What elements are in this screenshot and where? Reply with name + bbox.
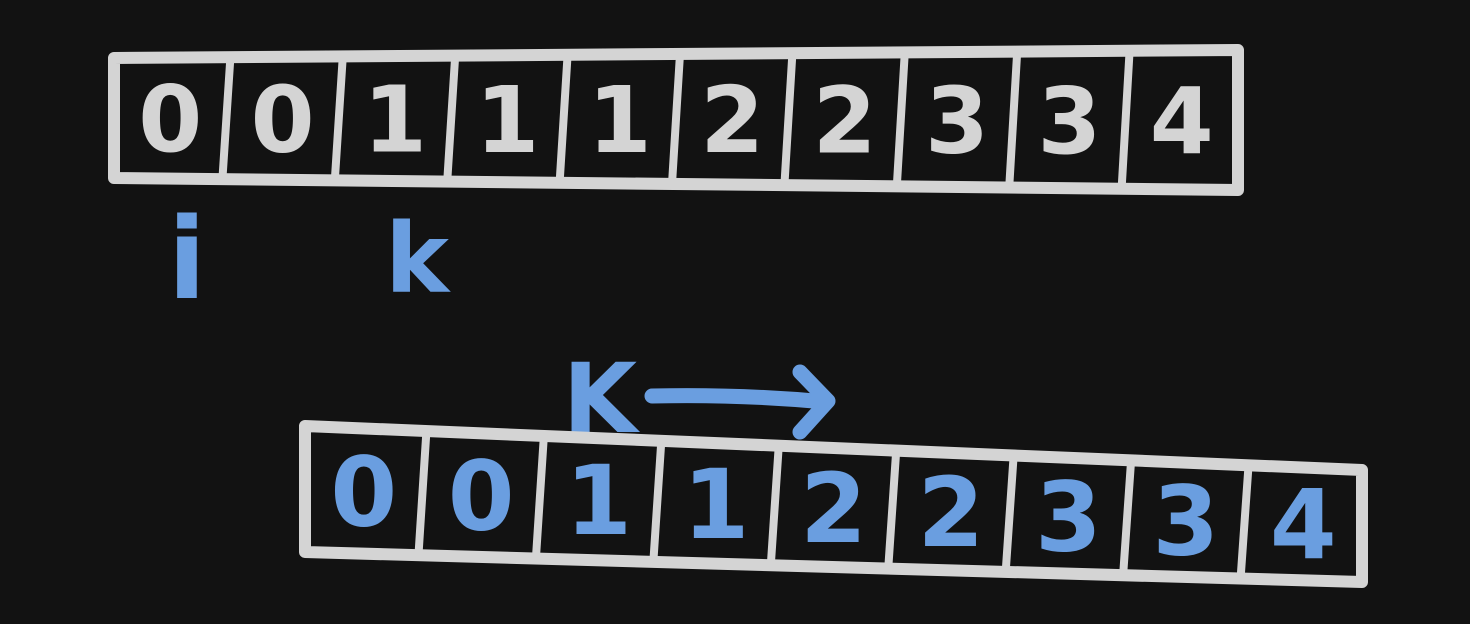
bottom-array-cell-divider <box>531 431 548 563</box>
top-array-cell-divider <box>218 53 235 184</box>
bottom-array-cell-divider <box>1001 451 1018 576</box>
bottom-array-cell-value: 3 <box>1152 465 1219 577</box>
bottom-array-cell-divider <box>1236 461 1253 583</box>
top-array-cell-divider <box>780 49 797 190</box>
top-array-cell-value: 2 <box>700 67 764 174</box>
top-array-outline <box>108 44 1244 196</box>
top-array-cell-value: 2 <box>813 67 877 174</box>
bottom-array-cell-divider <box>884 446 901 573</box>
bottom-array-cell-value: 0 <box>330 437 397 549</box>
bottom-array-cell-value: 4 <box>1270 470 1337 582</box>
top-array-cell-divider <box>892 48 909 191</box>
bottom-array-cell-value: 1 <box>565 445 632 557</box>
pointer-labels: i k <box>168 195 451 325</box>
top-array-cell-value: 3 <box>1037 68 1101 175</box>
top-array-cell-value: 0 <box>138 66 202 173</box>
top-array-cell-value: 1 <box>363 67 427 174</box>
top-array-cell-divider <box>443 51 460 186</box>
top-array-cell-divider <box>668 50 684 188</box>
bottom-array-cell-value: 1 <box>683 449 750 561</box>
bottom-array-cell-value: 2 <box>918 457 985 569</box>
pointer-i-label: i <box>168 195 206 325</box>
top-array-cell-divider <box>555 50 572 187</box>
bottom-array-cell-divider <box>414 426 431 560</box>
right-arrow-icon <box>644 364 836 440</box>
top-array-cell-divider <box>330 52 347 185</box>
pointer-k-label: k <box>385 203 451 315</box>
bottom-array-cell-divider <box>766 441 783 570</box>
top-array-cell-value: 1 <box>588 67 652 174</box>
bottom-array-cell-value: 3 <box>1035 461 1102 573</box>
top-array-cell-value: 4 <box>1150 68 1214 175</box>
bottom-array-cell-value: 0 <box>448 441 515 553</box>
top-array-cell-divider <box>1005 47 1022 192</box>
top-array-cell-value: 3 <box>925 68 989 175</box>
bottom-array-cell-value: 2 <box>800 453 867 565</box>
top-array-cell-value: 0 <box>251 66 315 173</box>
bottom-array-cell-divider <box>1119 456 1136 580</box>
bottom-array-cell-divider <box>649 436 666 566</box>
top-array-cell-divider <box>1117 46 1134 193</box>
top-array-cell-value: 1 <box>475 67 539 174</box>
